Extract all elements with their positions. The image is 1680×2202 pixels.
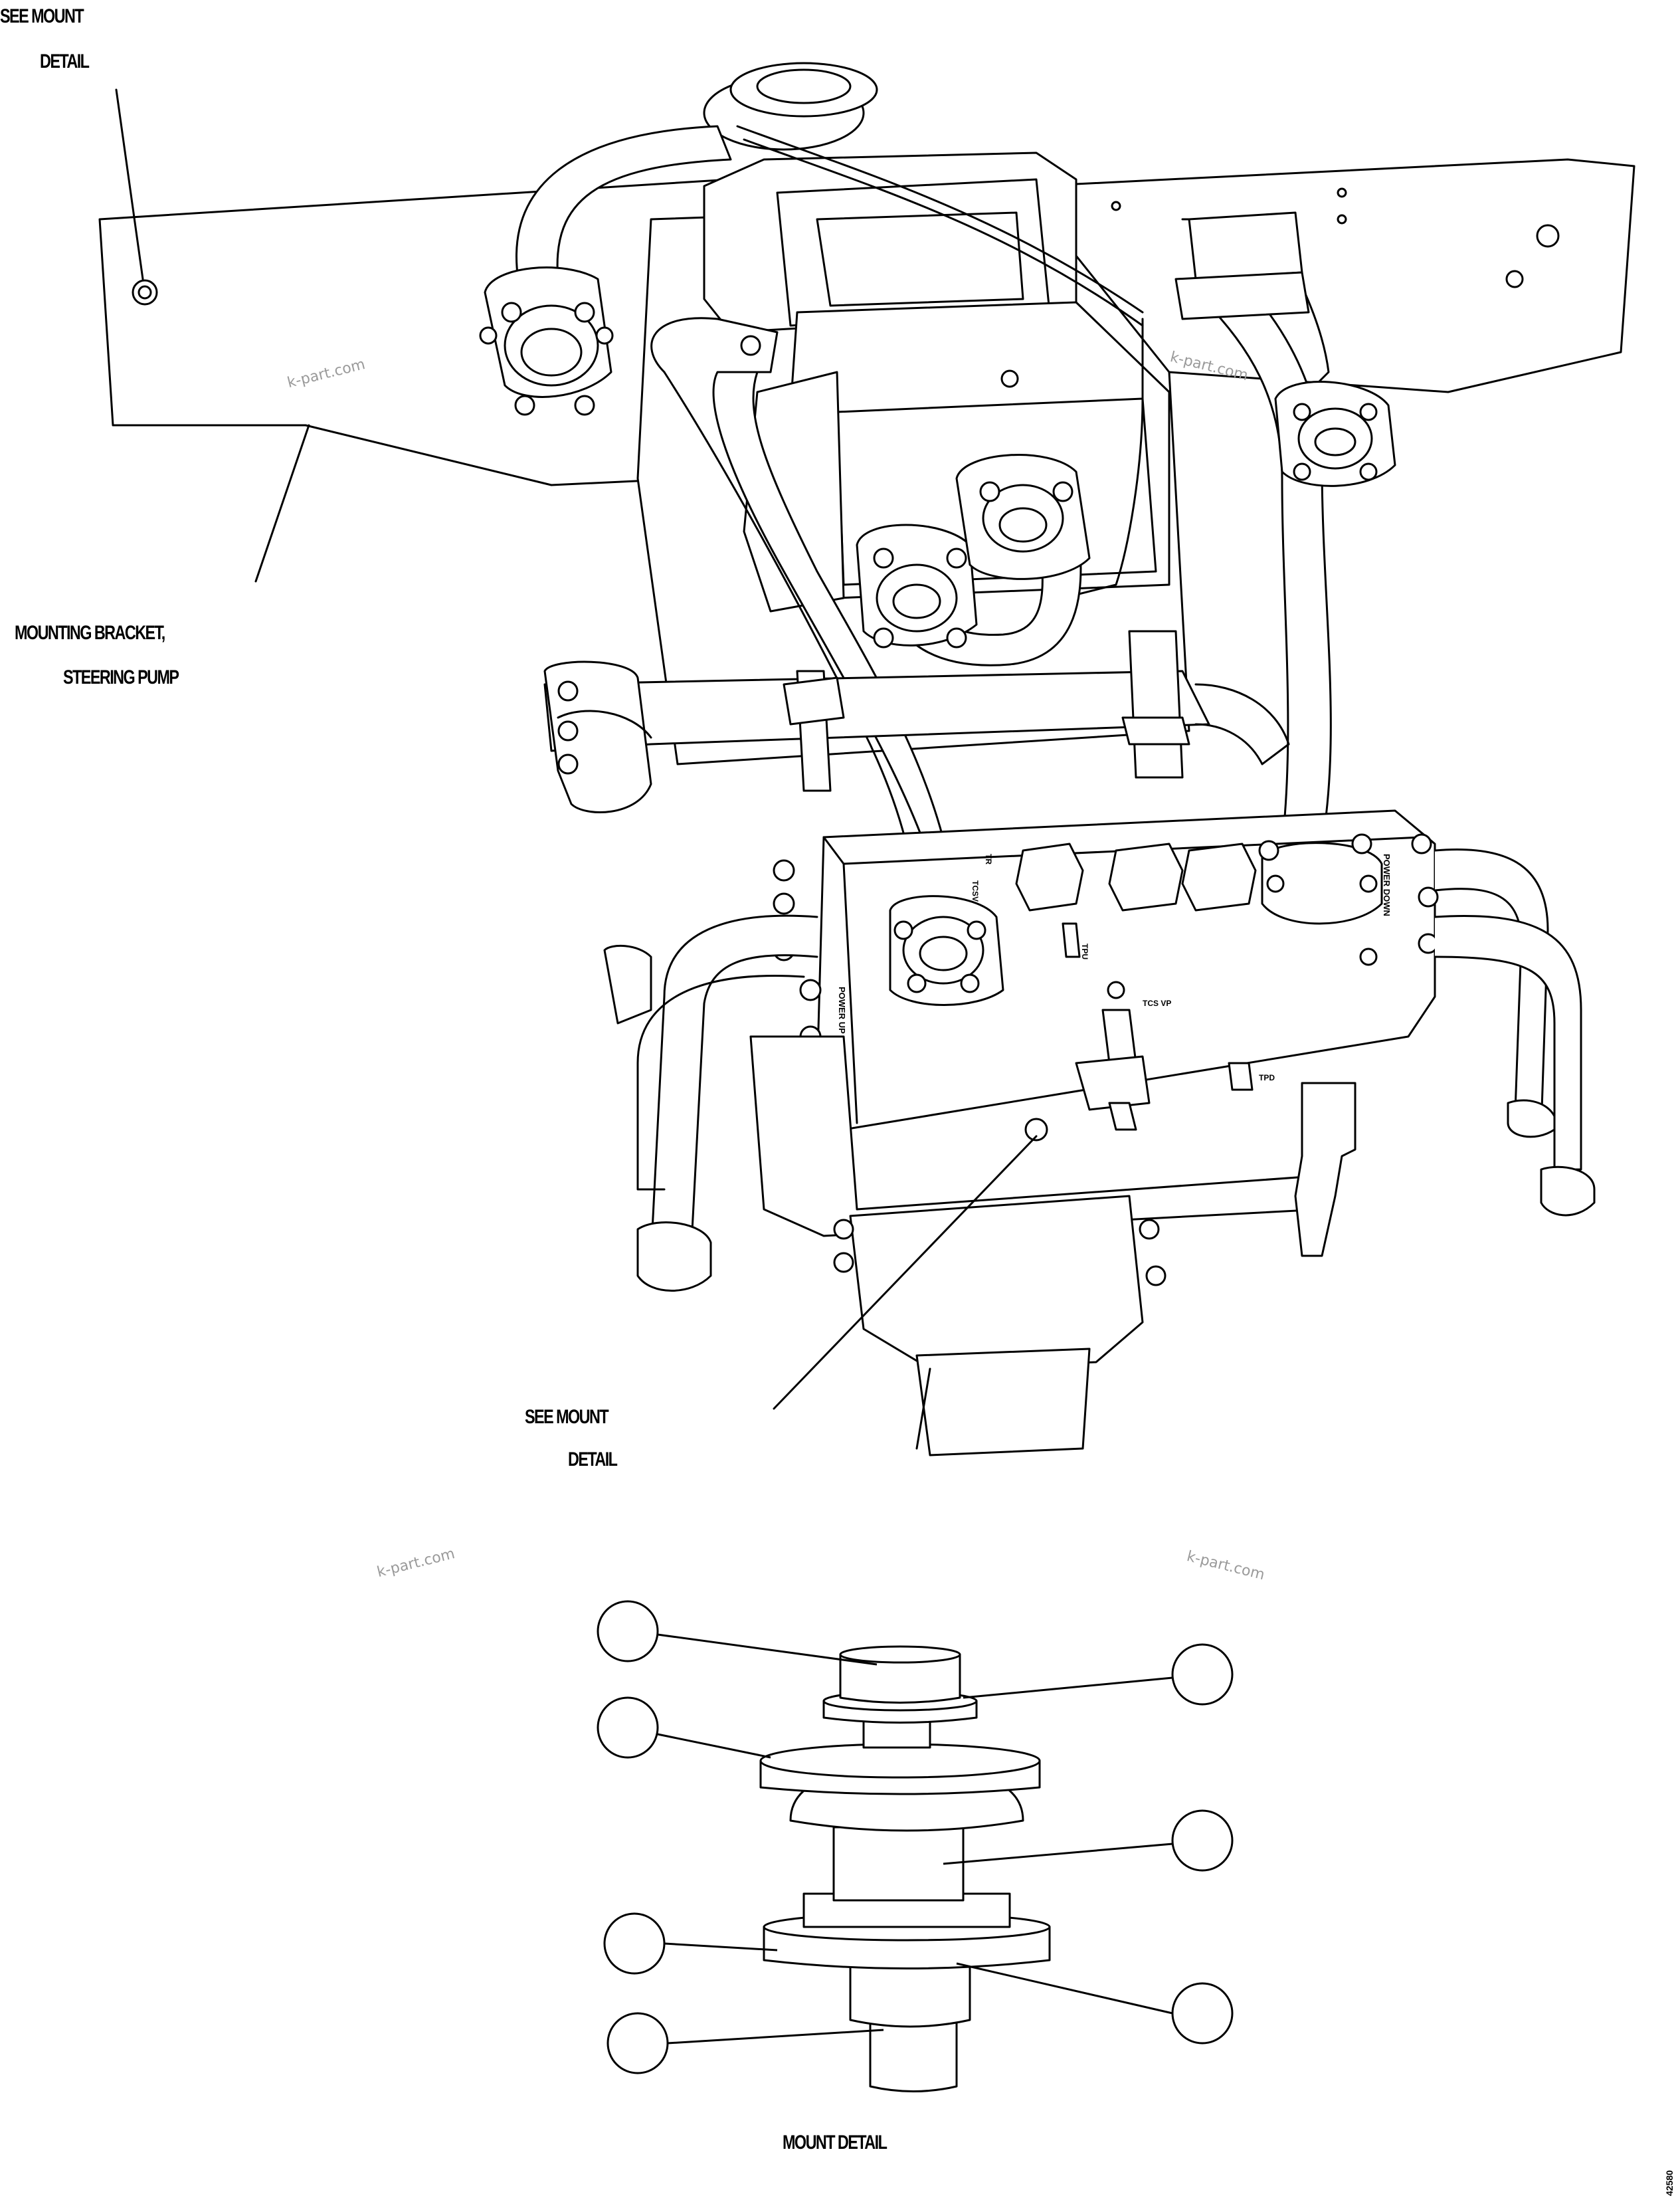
tcs-marking: TCSV xyxy=(971,880,980,902)
leader-see-mount-top xyxy=(116,90,143,279)
tpu-marking: TPU xyxy=(1080,944,1089,959)
leader-bracket xyxy=(256,425,309,581)
power-down-marking: POWER DOWN xyxy=(1382,854,1392,916)
callout-balloon-icon xyxy=(598,1601,1232,2073)
see-mount-top-label-line1: SEE MOUNT xyxy=(0,5,84,27)
see-mount-mid-label-line2: DETAIL xyxy=(568,1449,618,1470)
mounting-bracket-label-line1: MOUNTING BRACKET, xyxy=(15,622,165,644)
figure-number: 42580 xyxy=(1664,2170,1675,2196)
power-up-marking: POWER UP xyxy=(837,987,847,1034)
tpd-marking: TPD xyxy=(1259,1073,1275,1082)
mounting-bracket-label-line2: STEERING PUMP xyxy=(63,666,179,688)
tr-marking: TR xyxy=(984,854,993,864)
bracket-bolt-icon xyxy=(133,280,157,304)
mount-detail-title: MOUNT DETAIL xyxy=(783,2132,887,2153)
tcs-vp-marking: TCS VP xyxy=(1143,999,1172,1008)
leader-see-mount-mid xyxy=(774,1136,1036,1409)
see-mount-top-label-line2: DETAIL xyxy=(40,50,90,72)
see-mount-mid-label-line1: SEE MOUNT xyxy=(525,1406,609,1428)
